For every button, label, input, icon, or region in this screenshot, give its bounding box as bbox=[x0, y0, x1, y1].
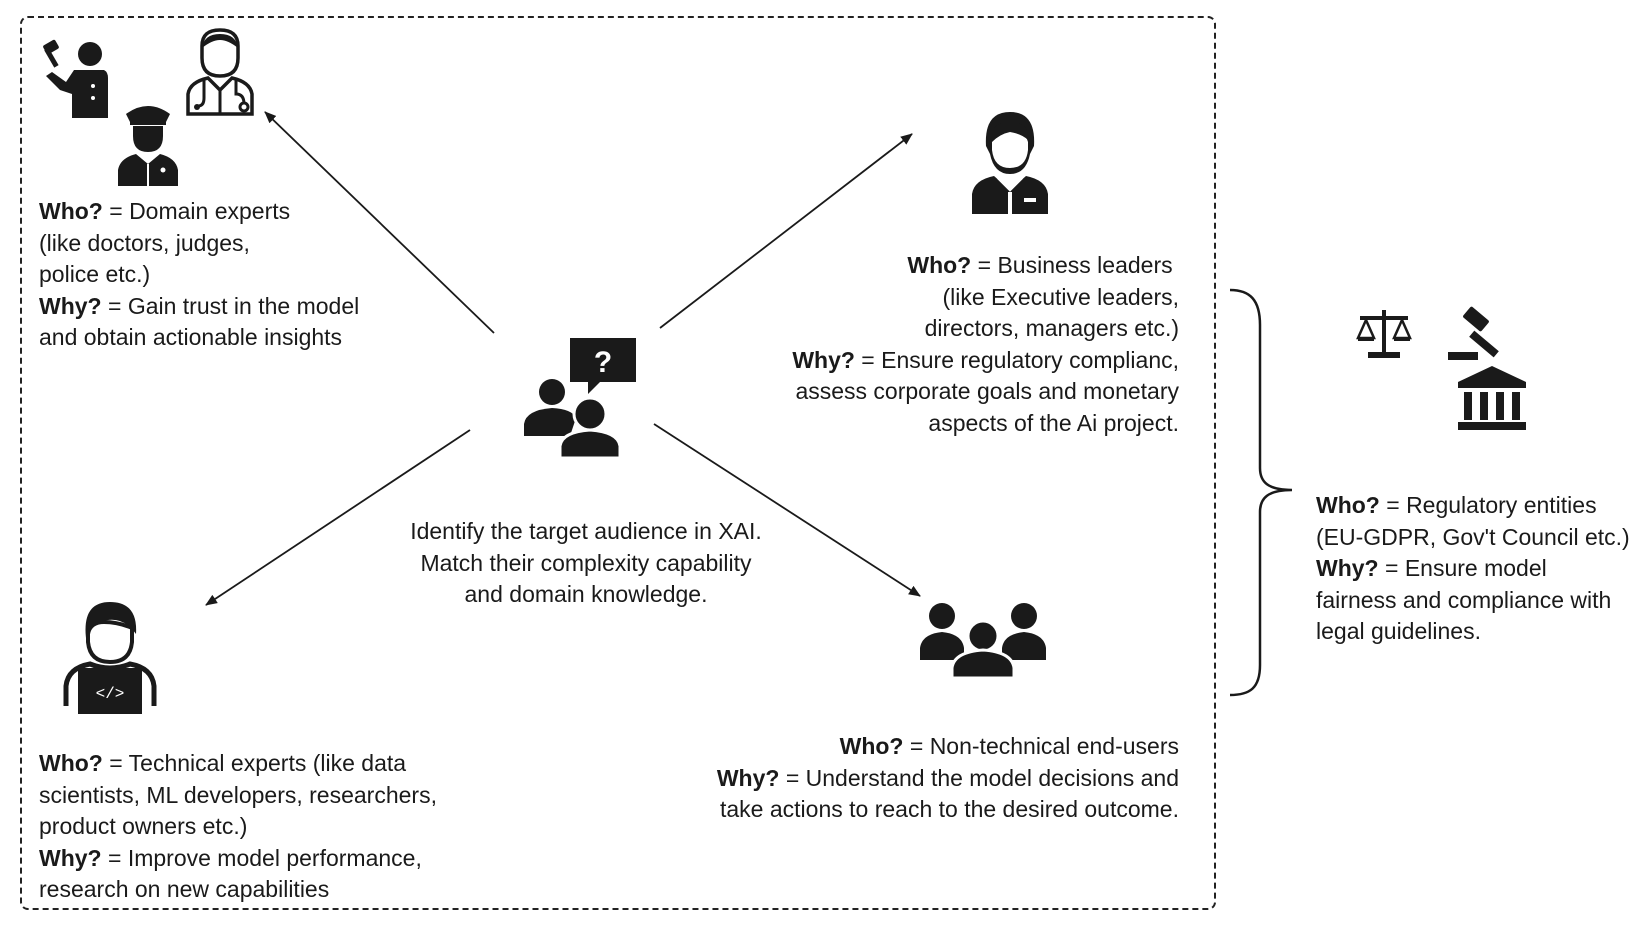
center-caption: Identify the target audience in XAI. Mat… bbox=[373, 516, 799, 611]
center-caption-line: Identify the target audience in XAI. bbox=[410, 518, 762, 544]
regulatory-why-text: = Ensure model bbox=[1378, 555, 1547, 581]
judge-icon bbox=[43, 39, 108, 118]
business-why-text: = Ensure regulatory complianc, bbox=[854, 346, 1179, 373]
technical-why-label: Why? bbox=[39, 844, 102, 871]
regulatory-text: Who? = Regulatory entities (EU-GDPR, Gov… bbox=[1316, 490, 1630, 648]
courthouse-icon bbox=[1458, 366, 1526, 430]
endusers-who-label: Who? bbox=[839, 733, 904, 759]
regulatory-who-text: = Regulatory entities bbox=[1379, 492, 1597, 518]
domain-who-text: = Domain experts bbox=[102, 198, 291, 224]
business-who-line: (like Executive leaders, bbox=[942, 283, 1180, 310]
arrow-to-end-users bbox=[653, 423, 921, 597]
regulatory-who-label: Who? bbox=[1316, 492, 1380, 518]
arrow-to-business-leaders bbox=[659, 133, 913, 329]
domain-why-label: Why? bbox=[39, 292, 102, 319]
developer-icon: </> bbox=[63, 602, 157, 714]
domain-who-label: Who? bbox=[39, 198, 103, 224]
domain-who-line: (like doctors, judges, bbox=[39, 229, 250, 256]
regulatory-why-line: legal guidelines. bbox=[1316, 618, 1481, 644]
curly-brace bbox=[1229, 288, 1293, 697]
technical-who-text: = Technical experts (like data bbox=[102, 750, 407, 776]
scales-icon bbox=[1356, 310, 1412, 358]
arrow-to-technical-experts bbox=[205, 429, 471, 606]
business-why-line: assess corporate goals and monetary bbox=[795, 378, 1179, 404]
endusers-why-line: take actions to reach to the desired out… bbox=[720, 796, 1179, 822]
audience-question-icon: ? bbox=[524, 338, 636, 460]
doctor-icon bbox=[186, 28, 254, 116]
business-leader-icon bbox=[972, 112, 1048, 214]
business-who-label: Who? bbox=[907, 252, 972, 278]
svg-text:</>: </> bbox=[96, 685, 125, 703]
business-who-line: directors, managers etc.) bbox=[924, 315, 1179, 341]
dashed-boundary bbox=[20, 16, 1216, 910]
police-icon bbox=[118, 106, 178, 186]
group-icon bbox=[920, 603, 1046, 678]
technical-who-line: scientists, ML developers, researchers, bbox=[39, 781, 437, 808]
gavel-icon bbox=[1448, 306, 1499, 360]
svg-text:?: ? bbox=[594, 346, 612, 379]
technical-who-line: product owners etc.) bbox=[39, 813, 248, 839]
domain-experts-text: Who? = Domain experts (like doctors, jud… bbox=[39, 196, 359, 354]
regulatory-why-label: Why? bbox=[1316, 555, 1379, 581]
center-caption-line: Match their complexity capability bbox=[420, 549, 752, 576]
domain-why-line: and obtain actionable insights bbox=[39, 324, 343, 350]
regulatory-why-line: fairness and compliance with bbox=[1316, 586, 1612, 613]
business-why-line: aspects of the Ai project. bbox=[928, 409, 1179, 436]
technical-why-line: research on new capabilities bbox=[39, 876, 330, 902]
business-leaders-text: Who? = Business leaders (like Executive … bbox=[792, 250, 1179, 439]
domain-why-text: = Gain trust in the model bbox=[101, 292, 360, 319]
center-caption-line: and domain knowledge. bbox=[464, 581, 708, 607]
business-who-text: = Business leaders bbox=[971, 252, 1179, 278]
domain-who-line: police etc.) bbox=[39, 261, 151, 287]
endusers-why-text: = Understand the model decisions and bbox=[779, 764, 1179, 791]
technical-experts-text: Who? = Technical experts (like data scie… bbox=[39, 748, 437, 906]
regulatory-who-line: (EU-GDPR, Gov't Council etc.) bbox=[1316, 523, 1630, 550]
endusers-who-text: = Non-technical end-users bbox=[903, 733, 1179, 759]
technical-why-text: = Improve model performance, bbox=[101, 844, 422, 871]
endusers-why-label: Why? bbox=[716, 764, 780, 791]
arrow-to-domain-experts bbox=[264, 111, 495, 334]
technical-who-label: Who? bbox=[39, 750, 103, 776]
business-why-label: Why? bbox=[792, 346, 855, 373]
end-users-text: Who? = Non-technical end-users Why? = Un… bbox=[717, 731, 1179, 826]
